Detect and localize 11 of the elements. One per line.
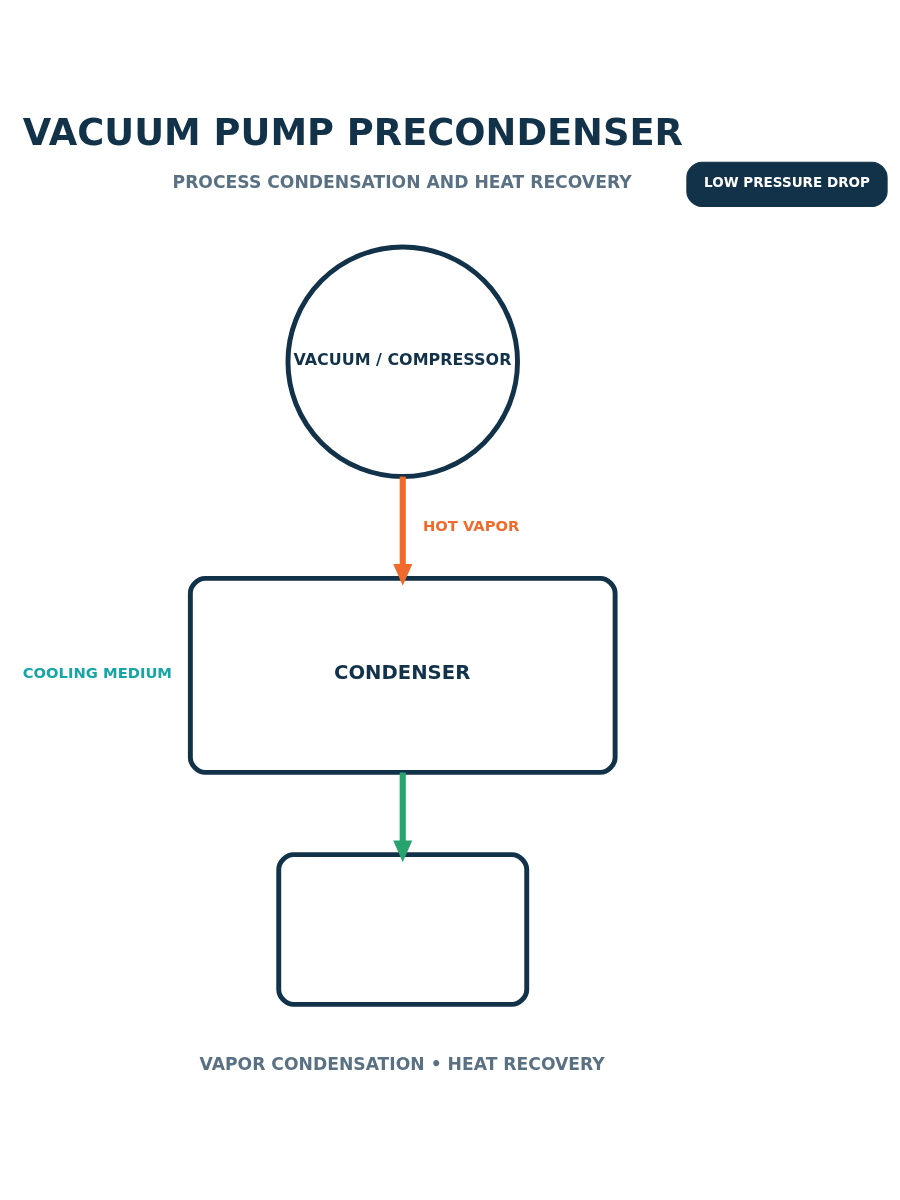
diagram-title: VACUUM PUMP PRECONDENSER: [22, 110, 683, 154]
arrow: [393, 476, 413, 586]
label: COOLING MEDIUM: [22, 663, 172, 681]
node-box: LOW PRESSURE DROP: [686, 161, 888, 207]
label: PROCESS CONDENSATION AND HEAT RECOVERY: [172, 171, 632, 192]
caption: VAPOR CONDENSATION • HEAT RECOVERY: [199, 1053, 605, 1074]
node-circle: VACUUM / COMPRESSOR: [285, 244, 520, 479]
edge-label: HOT VAPOR: [422, 516, 520, 534]
node-box: CONDENSER: [187, 575, 618, 775]
node-box: [276, 851, 530, 1007]
arrow: [393, 772, 413, 862]
